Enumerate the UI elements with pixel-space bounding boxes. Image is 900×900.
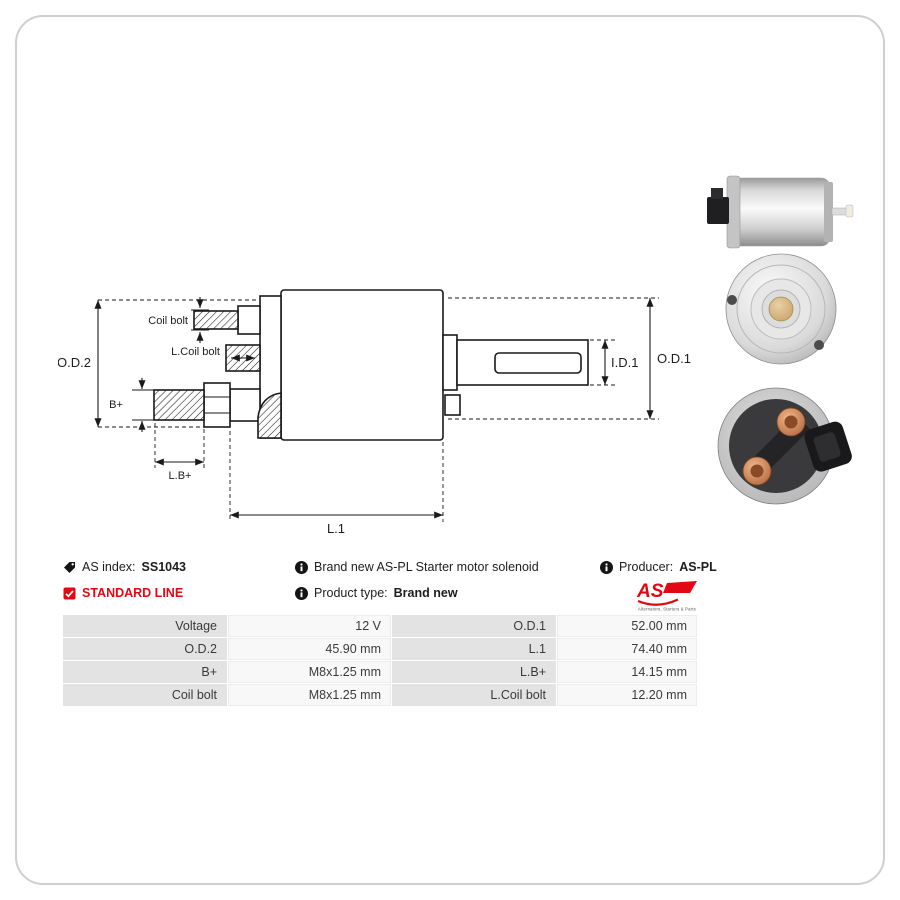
description-row: Brand new AS-PL Starter motor solenoid <box>295 559 539 575</box>
as-pl-logo: AS Alternators, Starters & Parts <box>636 581 699 616</box>
producer-row: Producer: AS-PL <box>600 559 717 575</box>
product-info: AS index: SS1043 STANDARD LINE Brand new… <box>63 556 717 612</box>
mount-tab <box>444 394 461 416</box>
product-type-value: Brand new <box>393 586 458 600</box>
spec-value: 74.40 mm <box>557 638 697 660</box>
screw-right <box>814 340 824 350</box>
info-icon <box>600 560 613 574</box>
diagram-label-l-coil-bolt: L.Coil bolt <box>171 346 220 358</box>
spec-value: 52.00 mm <box>557 615 697 637</box>
as-index-value: SS1043 <box>141 560 186 574</box>
spec-label: O.D.1 <box>392 615 556 637</box>
spec-label: Coil bolt <box>63 684 227 706</box>
solenoid-side-photo <box>707 175 854 249</box>
solenoid-body <box>280 289 444 441</box>
logo-tagline-text: Alternators, Starters & Parts <box>638 607 696 612</box>
as-index-row: AS index: SS1043 <box>63 559 186 575</box>
diagram-label-coil-bolt: Coil bolt <box>148 315 188 327</box>
product-type-row: Product type: Brand new <box>295 585 539 601</box>
rear-rim <box>824 182 833 242</box>
b-plus-block <box>229 388 261 422</box>
connector-block <box>707 197 729 224</box>
coil-bolt-stud <box>193 310 239 330</box>
plunger-pin <box>831 207 848 216</box>
dimension-labels: Coil bolt L.Coil bolt O.D.2 B+ L.B+ L.1 … <box>58 315 691 536</box>
info-col-left: AS index: SS1043 STANDARD LINE <box>63 556 186 611</box>
diagram-label-l1: L.1 <box>327 521 345 536</box>
solenoid-cylinder <box>731 177 831 247</box>
producer-label: Producer: <box>619 560 674 574</box>
solenoid-rear-cap-photo <box>725 253 837 365</box>
brass-boss <box>768 296 794 322</box>
spec-label: L.1 <box>392 638 556 660</box>
producer-value: AS-PL <box>679 560 717 574</box>
info-icon <box>295 560 308 574</box>
spec-value: 14.15 mm <box>557 661 697 683</box>
solenoid-outline <box>153 289 589 441</box>
info-col-right: Producer: AS-PL AS Alternators, Starters… <box>600 556 717 616</box>
diagram-label-od1: O.D.1 <box>657 351 691 366</box>
spec-value: M8x1.25 mm <box>228 684 391 706</box>
solenoid-front-terminals-photo <box>717 387 852 505</box>
spec-label: L.B+ <box>392 661 556 683</box>
copper-terminal-bottom-core <box>750 464 764 478</box>
b-plus-nut <box>203 382 231 428</box>
spec-value: 12 V <box>228 615 391 637</box>
spec-label: B+ <box>63 661 227 683</box>
product-type-label: Product type: <box>314 586 388 600</box>
spec-label: Voltage <box>63 615 227 637</box>
dimension-lines <box>94 297 659 522</box>
logo-swoosh <box>637 598 679 606</box>
spec-label: L.Coil bolt <box>392 684 556 706</box>
shaft-collar <box>442 334 458 391</box>
spec-value: M8x1.25 mm <box>228 661 391 683</box>
diagram-label-b-plus: B+ <box>109 399 123 411</box>
spec-value: 45.90 mm <box>228 638 391 660</box>
pin-tip <box>845 204 854 218</box>
product-description: Brand new AS-PL Starter motor solenoid <box>314 560 539 574</box>
coil-terminal-block <box>237 305 261 335</box>
diagram-label-od2: O.D.2 <box>58 355 91 370</box>
copper-terminal-top-core <box>784 415 798 429</box>
rear-ring-outer <box>736 264 826 354</box>
spec-value: 12.20 mm <box>557 684 697 706</box>
info-col-middle: Brand new AS-PL Starter motor solenoid P… <box>295 556 539 611</box>
connector-tab <box>711 188 723 199</box>
b-plus-stud <box>153 389 205 421</box>
spec-label: O.D.2 <box>63 638 227 660</box>
standard-line-row: STANDARD LINE <box>63 585 186 601</box>
check-icon <box>63 587 76 599</box>
technical-drawing: Coil bolt L.Coil bolt O.D.2 B+ L.B+ L.1 … <box>58 289 691 536</box>
plastic-cap-detail <box>813 432 841 462</box>
standard-line-label: STANDARD LINE <box>82 586 184 600</box>
logo-as-text: AS <box>637 581 664 602</box>
info-icon <box>295 586 308 600</box>
shaft-slot <box>494 352 582 374</box>
flange-section <box>257 392 282 439</box>
as-index-label: AS index: <box>82 560 136 574</box>
spec-table: Voltage 12 V O.D.1 52.00 mm O.D.2 45.90 … <box>63 615 700 706</box>
screw-left <box>727 295 737 305</box>
tag-icon <box>64 561 75 573</box>
diagram-label-l-b-plus: L.B+ <box>169 470 192 482</box>
logo-flag <box>663 581 697 593</box>
diagram-label-id1: I.D.1 <box>611 355 638 370</box>
